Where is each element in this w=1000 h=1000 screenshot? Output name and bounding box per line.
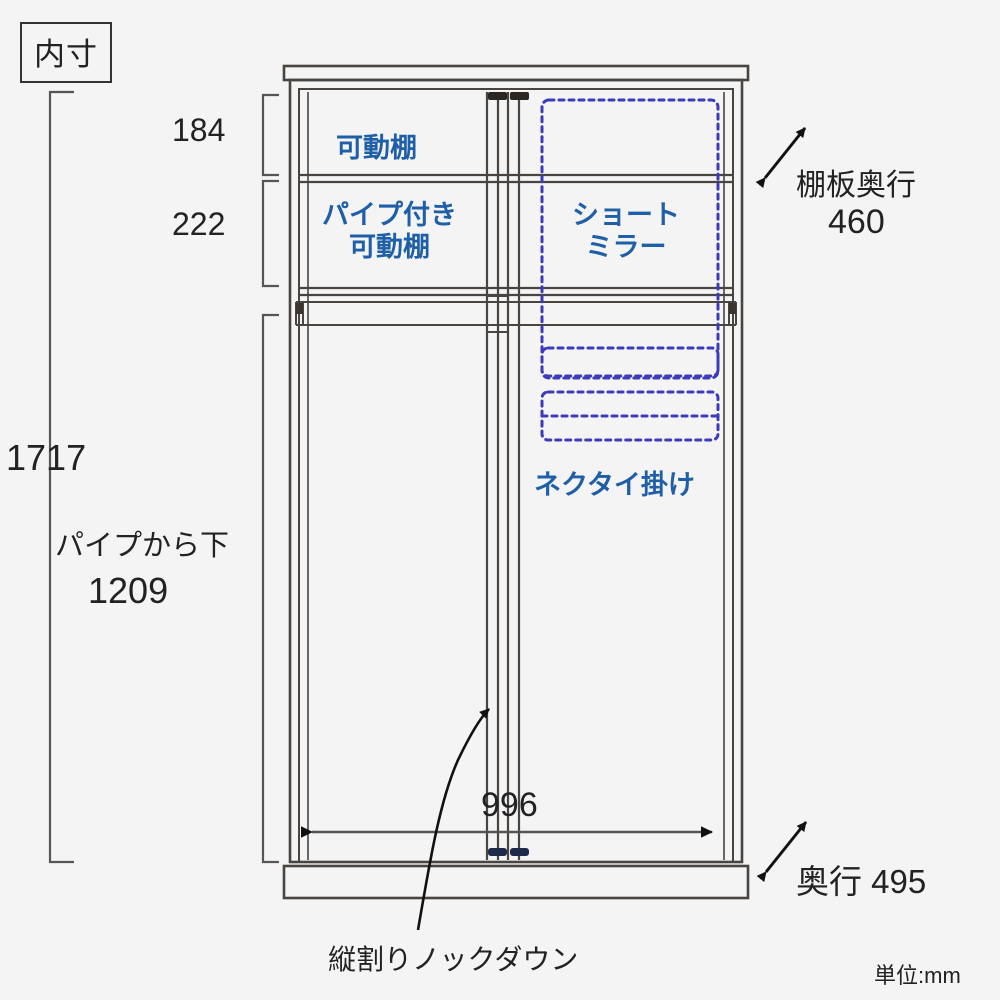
label-short-mirror-line1: ショート — [572, 200, 680, 230]
pipe-brackets — [296, 303, 736, 314]
shelf-depth-value: 460 — [828, 203, 885, 241]
dimension-184: 184 — [172, 112, 226, 148]
shelf-upper — [299, 173, 733, 184]
units-note: 単位:mm — [874, 963, 961, 988]
inner-dimension-badge: 内寸 — [20, 22, 112, 83]
label-pipe-movable-shelf: パイプ付き 可動棚 — [322, 200, 457, 264]
label-short-mirror-line2: ミラー — [585, 231, 667, 262]
label-pipe-movable-shelf-line2: 可動棚 — [349, 231, 430, 262]
divider-top-fittings — [488, 92, 529, 100]
tie-hanger-outline — [540, 346, 720, 442]
center-divider — [485, 92, 521, 860]
label-tie-hanger: ネクタイ掛け — [534, 470, 695, 500]
divider-bottom-fittings — [488, 848, 529, 856]
pipe-below-label: パイプから下 — [55, 530, 230, 562]
dimension-222: 222 — [172, 206, 226, 242]
annotation-knockdown: 縦割りノックダウン — [328, 944, 579, 975]
label-short-mirror: ショート ミラー — [572, 200, 680, 264]
bracket-shelf-222 — [261, 179, 279, 288]
hanging-pipe — [295, 301, 737, 326]
dimension-inner-width: 996 — [481, 786, 538, 824]
depth-arrow — [756, 821, 808, 883]
label-pipe-movable-shelf-line1: パイプ付き — [322, 200, 457, 230]
knockdown-leader-line — [416, 708, 490, 931]
short-mirror-outline — [540, 98, 720, 380]
shelf-middle — [299, 286, 733, 297]
pipe-below-value: 1209 — [88, 570, 169, 611]
cabinet-side-walls — [307, 92, 725, 860]
depth-label: 奥行 495 — [796, 863, 927, 900]
dimension-total-height: 1717 — [6, 437, 87, 478]
bracket-pipe-below-1209 — [261, 313, 279, 864]
label-movable-shelf: 可動棚 — [336, 133, 417, 163]
bracket-shelf-184 — [261, 93, 279, 177]
shelf-depth-label: 棚板奥行 — [796, 169, 916, 202]
bracket-total-height — [48, 90, 74, 864]
cabinet-outline — [282, 64, 750, 900]
shelf-depth-arrow — [755, 127, 807, 189]
